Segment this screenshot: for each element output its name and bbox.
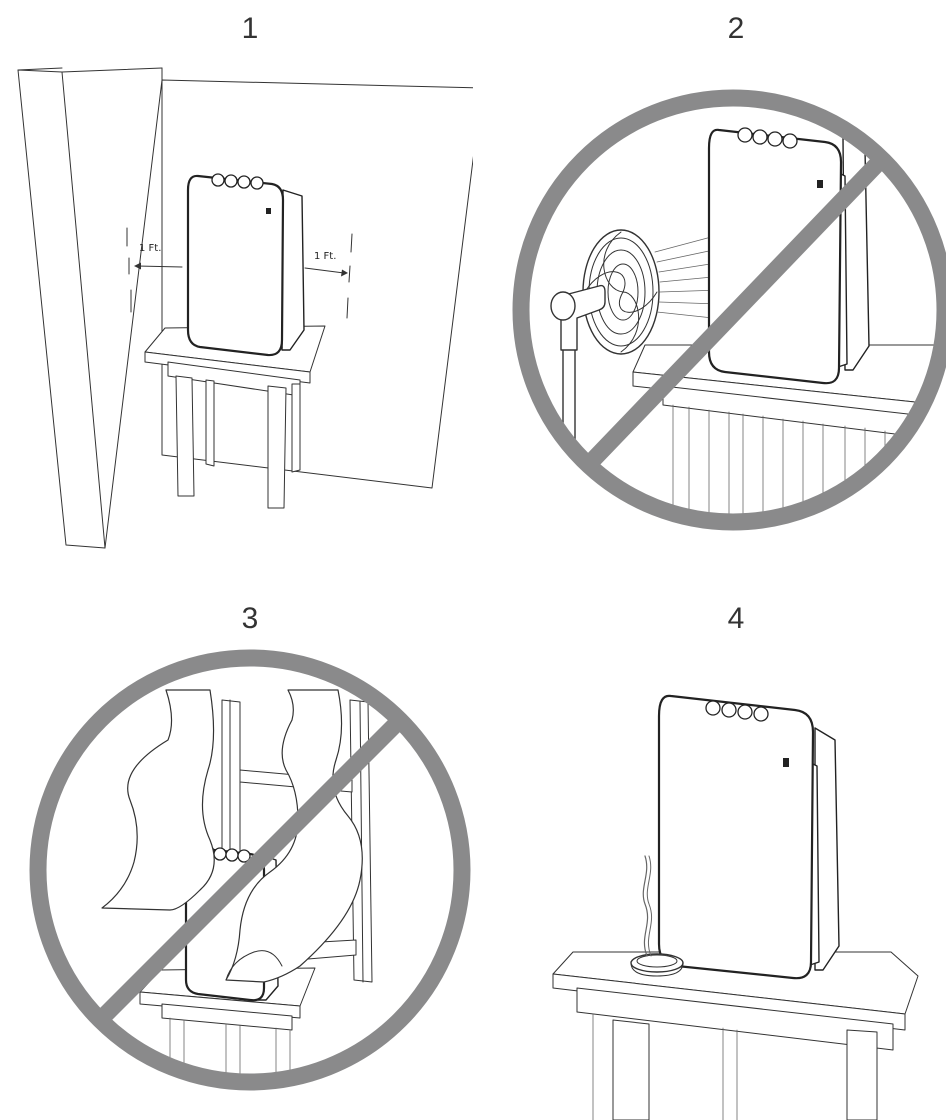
curtains — [101, 689, 363, 983]
prohibition-sign — [512, 89, 946, 531]
air-purifier — [657, 694, 840, 980]
clearance-label-left: 1 Ft. — [139, 243, 162, 254]
side-table — [552, 951, 919, 1120]
clearance-label-right: 1 Ft. — [314, 251, 337, 262]
panel-no-curtains — [0, 590, 473, 1120]
panel-no-fan — [473, 0, 946, 560]
corner-illustration — [17, 67, 473, 549]
smoke-wisp — [642, 855, 653, 957]
no-curtains-illustration — [29, 649, 471, 1091]
step-number-3: 3 — [241, 602, 259, 635]
no-fan-illustration — [512, 89, 946, 531]
air-purifier — [186, 173, 305, 357]
smoke-illustration — [552, 694, 919, 1120]
prohibition-sign — [29, 649, 471, 1091]
left-wall — [17, 67, 163, 549]
step-number-2: 2 — [727, 12, 745, 45]
panel-smoke-source — [473, 590, 946, 1120]
ashtray — [630, 953, 684, 977]
floor-fan — [550, 229, 660, 515]
step-number-4: 4 — [727, 602, 745, 635]
air-purifier — [707, 127, 870, 385]
step-number-1: 1 — [241, 12, 259, 45]
clearance-markers — [126, 227, 353, 319]
panel-corner-clearance: 1 Ft. 1 Ft. — [0, 0, 473, 560]
